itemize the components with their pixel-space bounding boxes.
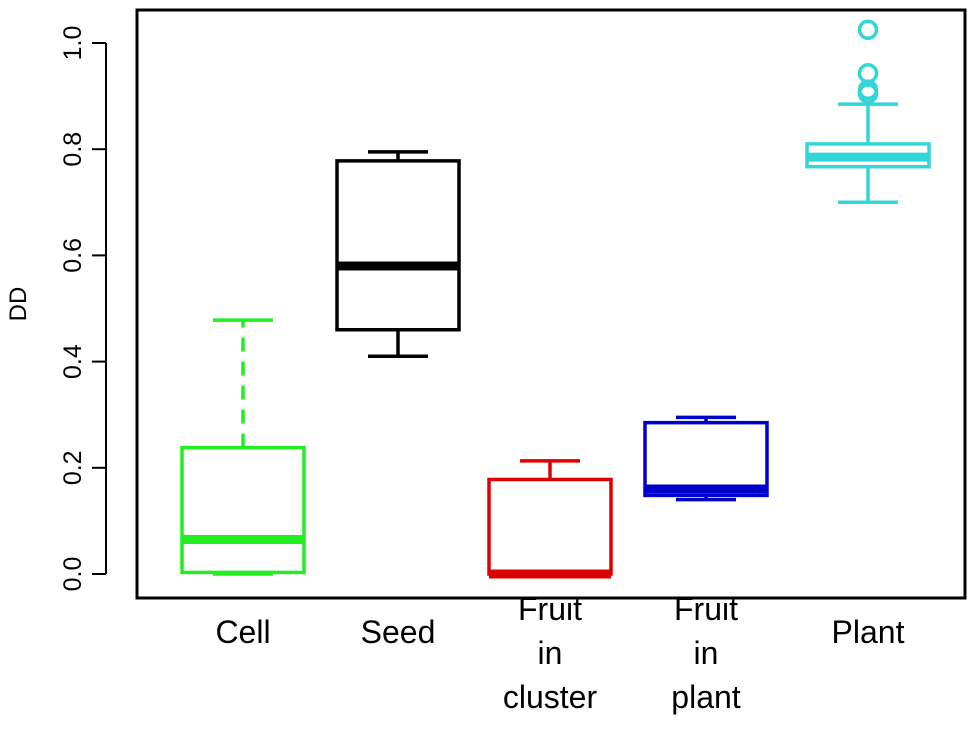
- outlier-point: [857, 63, 879, 84]
- box-group: [487, 459, 613, 579]
- y-tick-label: 0.2: [59, 450, 87, 485]
- iqr-box: [180, 445, 306, 575]
- x-category-label-line: Plant: [832, 614, 905, 650]
- x-category-label: Seed: [361, 614, 436, 650]
- box-groups: [180, 19, 931, 579]
- x-category-label: Fruit in plant: [671, 591, 741, 715]
- x-category-label-line: in: [694, 635, 719, 671]
- box-group: [805, 19, 931, 205]
- y-tick-label: 0.0: [59, 557, 87, 592]
- y-tick-label: 0.4: [59, 344, 87, 379]
- x-category-label-line: Cell: [215, 614, 270, 650]
- outlier-point: [857, 19, 879, 40]
- x-category-label-line: cluster: [503, 679, 598, 715]
- iqr-box: [643, 420, 769, 498]
- x-category-label-line: Fruit: [518, 591, 582, 627]
- x-category-labels: Cell Seed Fruit in cluster Fruit in plant Plant: [215, 591, 904, 715]
- iqr-box: [487, 477, 613, 576]
- x-category-label-line: plant: [671, 679, 741, 715]
- x-category-label: Plant: [832, 614, 905, 650]
- x-category-label-line: Fruit: [674, 591, 738, 627]
- y-tick-label: 0.8: [59, 132, 87, 167]
- box-group: [180, 318, 306, 576]
- x-category-label: Cell: [215, 614, 270, 650]
- box-group: [335, 150, 461, 359]
- iqr-box: [335, 159, 461, 332]
- x-category-label-line: in: [538, 635, 563, 671]
- x-category-label-line: Seed: [361, 614, 436, 650]
- y-axis-label: DD: [5, 287, 32, 322]
- box-group: [643, 415, 769, 502]
- y-tick-label: 1.0: [59, 26, 87, 61]
- y-tick-label: 0.6: [59, 238, 87, 273]
- x-category-label: Fruit in cluster: [503, 591, 598, 715]
- plot-frame: [135, 8, 967, 600]
- y-axis: 0.0 0.2 0.4 0.6 0.8 1.0: [59, 26, 107, 592]
